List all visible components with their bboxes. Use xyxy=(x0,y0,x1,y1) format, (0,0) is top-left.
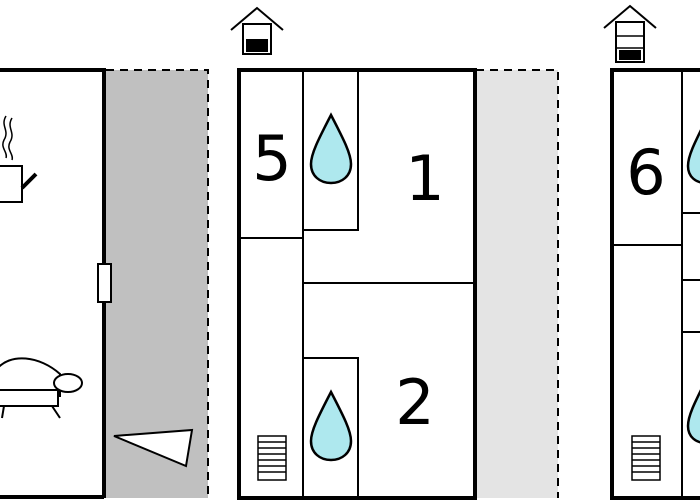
door-icon xyxy=(97,263,112,303)
floor-level-house-icon xyxy=(230,6,284,55)
window-icon xyxy=(113,428,194,468)
floor-plan-right: 6 xyxy=(603,4,700,500)
terrace-light xyxy=(476,70,558,498)
floor-level-house-icon xyxy=(603,4,657,63)
kettle-icon xyxy=(0,115,38,203)
terrace-dark xyxy=(106,70,208,498)
room-label-2: 2 xyxy=(395,366,434,439)
stairs-icon xyxy=(257,435,287,481)
floor-plan-middle: 5 1 2 xyxy=(230,6,559,500)
stairs-icon xyxy=(631,435,661,481)
room-label-6: 6 xyxy=(626,136,665,209)
sofa-icon xyxy=(0,357,83,419)
room-label-5: 5 xyxy=(252,122,291,195)
water-drop-icon xyxy=(309,112,353,185)
water-drop-icon xyxy=(686,389,700,444)
floor-plan-left xyxy=(0,68,209,499)
water-drop-icon xyxy=(686,129,700,184)
room-label-1: 1 xyxy=(405,142,444,215)
water-drop-icon xyxy=(309,389,353,462)
